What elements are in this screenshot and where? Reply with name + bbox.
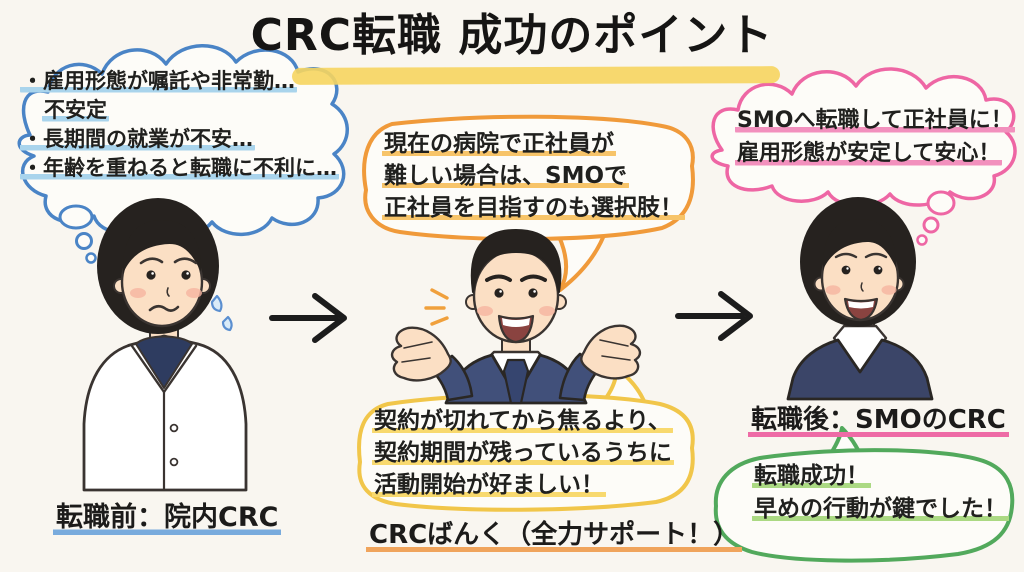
bangs (122, 220, 202, 274)
blush (477, 306, 493, 316)
thought-line: ・年齢を重ねると転職に不利に… (20, 156, 339, 180)
eye (146, 270, 156, 280)
tie (502, 358, 530, 405)
result-line: 早めの行動が鍵でした！ (752, 496, 1009, 522)
result-line: 転職成功！ (752, 463, 871, 489)
advisor-character (390, 229, 642, 405)
speech-line: 活動開始が好ましい！ (372, 472, 606, 498)
eyebrow (139, 257, 164, 265)
emphasis-marks-icon (424, 288, 449, 326)
eyebrow (485, 274, 512, 282)
eye (873, 265, 883, 275)
thought-line: 雇用形態が安定して安心！ (735, 141, 1003, 166)
eye (528, 288, 538, 298)
eye (841, 265, 851, 275)
nose (860, 282, 864, 292)
open-hand (580, 324, 642, 380)
bangs (822, 219, 897, 270)
frown-mouth (148, 304, 180, 312)
thought-line: ・雇用形態が嘱託や非常勤… (20, 69, 297, 93)
advisor-label: CRCばんく（全力サポート！） (366, 514, 743, 552)
page-title: CRC転職 成功のポイント (250, 10, 774, 61)
eye (181, 270, 191, 280)
after-thought-text: SMOへ転職して正社員に！ 雇用形態が安定して安心！ (735, 104, 1015, 170)
eye (494, 288, 504, 298)
header: CRC転職 成功のポイント (0, 10, 1024, 85)
eyebrow (864, 252, 888, 259)
sweat-drops-icon (210, 294, 233, 332)
after-label: 転職後：SMOのCRC (748, 399, 1009, 437)
title-highlight (291, 66, 781, 85)
eyebrow (173, 257, 198, 265)
arrow-advisor-to-after-icon (675, 291, 753, 341)
speech-line: 契約が切れてから焦るより、 (372, 408, 673, 434)
blush (825, 285, 841, 295)
after-thought-cloud (710, 67, 1017, 246)
before-character (82, 198, 248, 492)
result-bubble-text: 転職成功！ 早めの行動が鍵でした！ (752, 460, 1009, 526)
hair (470, 229, 562, 293)
nose (166, 287, 170, 297)
thought-line: ・長期間の就業が不安… (20, 127, 255, 151)
after-character (786, 197, 934, 401)
before-thought-text: ・雇用形態が嘱託や非常勤… 不安定 ・長期間の就業が不安… ・年齢を重ねると転職… (20, 67, 339, 183)
arrow-before-to-advisor-icon (269, 293, 347, 343)
advisor-speech-top-text: 現在の病院で正社員が 難しい場合は、SMOで 正社員を目指すのも選択肢！ (382, 128, 685, 224)
thought-line: SMOへ転職して正社員に！ (735, 108, 1015, 133)
open-hand (390, 326, 452, 382)
blush (130, 288, 146, 298)
blush (186, 288, 202, 298)
eyebrow (520, 274, 547, 282)
thought-line: 不安定 (42, 98, 109, 122)
eyebrow (834, 252, 858, 259)
blush (881, 285, 897, 295)
speech-line: 難しい場合は、SMOで (382, 163, 630, 189)
after-thought-trail (916, 190, 956, 246)
speech-line: 契約期間が残っているうちに (372, 440, 674, 466)
advisor-speech-bottom-text: 契約が切れてから焦るより、 契約期間が残っているうちに 活動開始が好ましい！ (372, 405, 674, 501)
blush (539, 306, 555, 316)
inner-shirt (135, 335, 193, 389)
speech-line: 正社員を目指すのも選択肢！ (382, 195, 685, 221)
before-thought-trail (58, 204, 97, 264)
speech-line: 現在の病院で正社員が (382, 131, 616, 157)
before-label: 転職前：院内CRC (53, 495, 282, 535)
